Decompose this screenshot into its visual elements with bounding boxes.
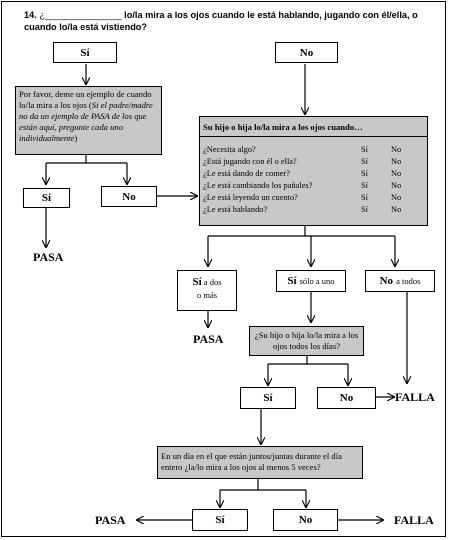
five-times-no-box: No [273, 509, 338, 531]
situation-si: Sí [361, 180, 368, 190]
situation-question: ¿Le está dando de comer? [203, 168, 290, 178]
situation-si: Sí [361, 144, 368, 154]
bottom-falla-result: FALLA [394, 513, 434, 527]
left-si-box: Sí [23, 188, 70, 208]
situation-question: ¿Necesita algo? [203, 144, 256, 154]
right-falla-result: FALLA [395, 390, 435, 404]
example-request-instruction: Si el padre/madre no da un ejemplo de PA… [19, 100, 153, 143]
left-no-label: No [122, 190, 136, 203]
si-one-bold: Sí [287, 275, 297, 287]
situation-no: No [391, 144, 402, 154]
situation-si: Sí [361, 168, 368, 178]
no-all-rest: a todos [396, 276, 421, 286]
si-two-bold: Sí [192, 276, 202, 288]
situation-row: ¿Le está dando de comer? Sí No [203, 167, 427, 179]
daily-no-label: No [339, 392, 354, 404]
si-one-rest: sólo a uno [299, 276, 335, 286]
top-si-label: Sí [80, 46, 90, 59]
left-pasa-result: PASA [33, 250, 64, 264]
situation-no: No [391, 192, 402, 202]
no-to-all-box: No a todos [365, 270, 435, 292]
five-times-si-label: Sí [215, 514, 225, 526]
middle-pasa-result: PASA [193, 332, 224, 346]
situation-no: No [391, 156, 402, 166]
daily-question-box: ¿Su hijo o hija lo/la mira a los ojos to… [249, 326, 364, 356]
si-two-line2: o más [196, 290, 218, 300]
five-times-question-box: En un día en el que están juntos/juntas … [157, 446, 363, 479]
situation-row: ¿Está jugando con él o ella? Sí No [203, 155, 427, 167]
situations-title: Su hijo o hija lo/la mira a los ojos cua… [200, 117, 427, 137]
situation-si: Sí [361, 192, 368, 202]
si-two-rest: a dos [203, 277, 222, 287]
five-times-no-label: No [298, 514, 313, 526]
top-no-box: No [275, 42, 338, 63]
situation-no: No [391, 180, 402, 190]
si-two-or-more-box: Sí a dos o más [177, 270, 237, 311]
daily-si-label: Sí [263, 392, 273, 404]
si-only-one-box: Sí sólo a uno [276, 270, 346, 292]
five-times-question-text: En un día en el que están juntos/juntas … [161, 451, 342, 472]
bottom-pasa-result: PASA [95, 513, 126, 527]
five-times-si-box: Sí [192, 509, 248, 531]
daily-no-box: No [317, 387, 376, 409]
left-no-box: No [101, 186, 157, 207]
situation-question: ¿Le está leyendo un cuento? [203, 192, 298, 202]
left-si-label: Sí [41, 192, 52, 204]
situation-question: ¿Le está cambiando los pañales? [203, 180, 313, 190]
example-request-box: Por favor, deme un ejemplo de cuando lo/… [15, 86, 162, 155]
question-text: lo/la mira a los ojos cuando le está hab… [24, 10, 418, 32]
example-request-text: Por favor, deme un ejemplo de cuando lo/… [19, 89, 152, 110]
situation-question: ¿Le está hablando? [203, 204, 268, 214]
top-si-box: Sí [53, 42, 117, 63]
no-all-bold: No [379, 275, 394, 287]
situation-si: Sí [361, 204, 368, 214]
question-number: 14. [24, 10, 37, 20]
situation-question: ¿Está jugando con él o ella? [203, 156, 297, 166]
question-blank: ¿_______________ [39, 10, 122, 20]
situations-box: Su hijo o hija lo/la mira a los ojos cua… [199, 116, 428, 226]
situation-no: No [391, 168, 402, 178]
situation-row: ¿Le está hablando? Sí No [203, 203, 427, 215]
situation-si: Sí [361, 156, 368, 166]
situation-row: ¿Le está leyendo un cuento? Sí No [203, 191, 427, 203]
situation-no: No [391, 204, 402, 214]
top-no-label: No [299, 46, 314, 59]
daily-question-text: ¿Su hijo o hija lo/la mira a los ojos to… [254, 330, 359, 351]
example-request-close: ) [74, 133, 78, 143]
daily-si-box: Sí [240, 387, 296, 409]
situation-row: ¿Le está cambiando los pañales? Sí No [203, 179, 427, 191]
question-header: 14. ¿_______________ lo/la mira a los oj… [24, 9, 434, 33]
situation-row: ¿Necesita algo? Sí No [203, 143, 427, 155]
